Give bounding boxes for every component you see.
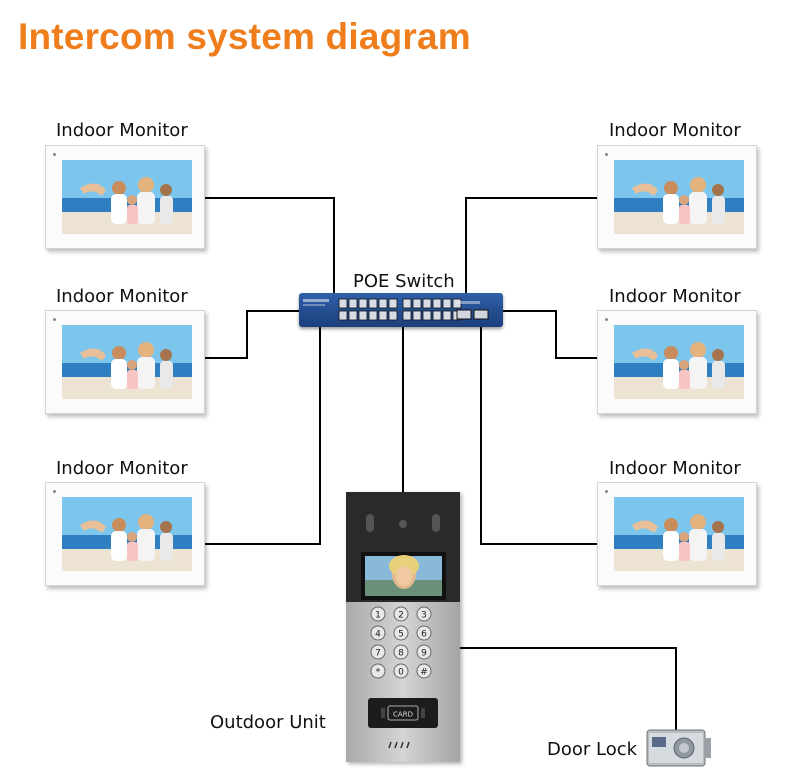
keypad-key[interactable]: 8 bbox=[393, 644, 409, 660]
camera-lens-icon bbox=[399, 520, 407, 528]
switch-port bbox=[368, 310, 378, 321]
monitor-camera-dot bbox=[605, 153, 608, 156]
monitor-screen bbox=[614, 497, 744, 571]
outdoor-unit: 1 2 3 4 5 6 7 8 9 * 0 # CARD bbox=[346, 492, 460, 762]
switch-port bbox=[442, 310, 452, 321]
switch-port bbox=[402, 298, 412, 309]
indoor-monitor-right-bottom bbox=[597, 482, 757, 586]
switch-ports bbox=[303, 298, 489, 321]
keypad-key[interactable]: 6 bbox=[416, 625, 432, 641]
card-text: CARD bbox=[393, 711, 413, 719]
keypad-key-label: 9 bbox=[421, 649, 427, 659]
switch-port bbox=[358, 298, 368, 309]
keypad-key-label: 6 bbox=[421, 630, 427, 640]
keypad-key[interactable]: 9 bbox=[416, 644, 432, 660]
keypad-key[interactable]: 5 bbox=[393, 625, 409, 641]
switch-port bbox=[348, 298, 358, 309]
switch-port bbox=[388, 310, 398, 321]
wire-monitor-left-top bbox=[205, 197, 335, 302]
card-reader bbox=[368, 698, 438, 728]
wire-monitor-right-middle bbox=[498, 310, 600, 359]
outdoor-unit-head bbox=[346, 492, 460, 602]
wire-monitor-right-top bbox=[465, 197, 600, 302]
wire-monitor-left-bottom bbox=[205, 325, 321, 545]
switch-port bbox=[338, 310, 348, 321]
door-lock-icon bbox=[646, 729, 711, 767]
switch-port bbox=[402, 310, 412, 321]
outdoor-unit-label: Outdoor Unit bbox=[210, 712, 326, 733]
switch-port bbox=[432, 310, 442, 321]
keypad-key[interactable]: 2 bbox=[393, 606, 409, 622]
switch-port bbox=[422, 310, 432, 321]
keypad-key-label: 4 bbox=[375, 630, 381, 640]
keypad-key[interactable]: 0 bbox=[393, 663, 409, 679]
keypad-key-label: 5 bbox=[398, 630, 404, 640]
keypad-key-label: 1 bbox=[375, 611, 381, 621]
switch-port bbox=[338, 298, 348, 309]
switch-port bbox=[412, 310, 422, 321]
indoor-monitor-left-top bbox=[45, 145, 205, 249]
keypad-key-label: 2 bbox=[398, 611, 404, 621]
switch-port bbox=[412, 298, 422, 309]
door-lock bbox=[646, 728, 712, 768]
indoor-monitor-label-left-middle: Indoor Monitor bbox=[56, 286, 188, 307]
monitor-camera-dot bbox=[53, 490, 56, 493]
switch-port bbox=[348, 310, 358, 321]
switch-port bbox=[432, 298, 442, 309]
outdoor-unit-panel: 1 2 3 4 5 6 7 8 9 * 0 # CARD bbox=[346, 602, 460, 762]
indoor-monitor-label-right-bottom: Indoor Monitor bbox=[609, 458, 741, 479]
monitor-camera-dot bbox=[605, 318, 608, 321]
monitor-camera-dot bbox=[53, 318, 56, 321]
poe-switch bbox=[299, 293, 503, 327]
monitor-screen bbox=[62, 160, 192, 234]
monitor-camera-dot bbox=[53, 153, 56, 156]
keypad-key-label: 3 bbox=[421, 611, 427, 621]
keypad-key-label: * bbox=[376, 668, 381, 678]
keypad-key-label: 7 bbox=[375, 649, 381, 659]
indoor-monitor-left-middle bbox=[45, 310, 205, 414]
wire-door-lock bbox=[460, 647, 677, 733]
monitor-screen bbox=[614, 325, 744, 399]
switch-port bbox=[378, 298, 388, 309]
wire-monitor-left-middle bbox=[205, 310, 305, 359]
keypad-key[interactable]: * bbox=[370, 663, 386, 679]
indoor-monitor-label-right-top: Indoor Monitor bbox=[609, 120, 741, 141]
indoor-monitor-right-top bbox=[597, 145, 757, 249]
wire-monitor-right-bottom bbox=[480, 325, 600, 545]
page-title: Intercom system diagram bbox=[18, 16, 471, 57]
keypad-key[interactable]: 4 bbox=[370, 625, 386, 641]
switch-port bbox=[368, 298, 378, 309]
keypad-key-label: 8 bbox=[398, 649, 404, 659]
keypad-key[interactable]: 3 bbox=[416, 606, 432, 622]
keypad-key-label: 0 bbox=[398, 668, 404, 678]
indoor-monitor-label-left-top: Indoor Monitor bbox=[56, 120, 188, 141]
indoor-monitor-left-bottom bbox=[45, 482, 205, 586]
monitor-screen bbox=[62, 325, 192, 399]
monitor-screen bbox=[614, 160, 744, 234]
indoor-monitor-label-right-middle: Indoor Monitor bbox=[609, 286, 741, 307]
switch-port bbox=[422, 298, 432, 309]
monitor-screen bbox=[62, 497, 192, 571]
switch-port bbox=[388, 298, 398, 309]
keypad-key[interactable]: 7 bbox=[370, 644, 386, 660]
door-lock-label: Door Lock bbox=[547, 739, 638, 760]
keypad-key-label: # bbox=[420, 668, 428, 678]
keypad: 1 2 3 4 5 6 7 8 9 * 0 # CARD bbox=[368, 606, 438, 749]
switch-port bbox=[442, 298, 452, 309]
indoor-monitor-label-left-bottom: Indoor Monitor bbox=[56, 458, 188, 479]
indoor-monitor-right-middle bbox=[597, 310, 757, 414]
keypad-key[interactable]: # bbox=[416, 663, 432, 679]
monitor-camera-dot bbox=[605, 490, 608, 493]
poe-switch-label: POE Switch bbox=[353, 271, 455, 292]
switch-port bbox=[358, 310, 368, 321]
switch-port bbox=[378, 310, 388, 321]
keypad-key[interactable]: 1 bbox=[370, 606, 386, 622]
